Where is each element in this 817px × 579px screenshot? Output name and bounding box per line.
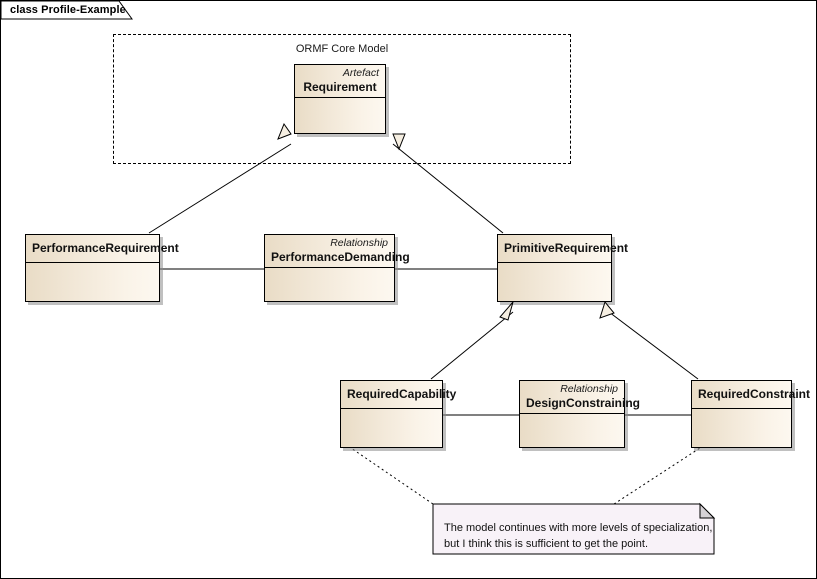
class-requirement-stereotype: Artefact bbox=[342, 67, 379, 79]
class-design-constraining-header: Relationship DesignConstraining bbox=[520, 381, 641, 414]
package-label: ORMF Core Model bbox=[295, 43, 389, 55]
class-performance-demanding-header: Relationship PerformanceDemanding bbox=[265, 235, 410, 268]
class-performance-requirement[interactable]: PerformanceRequirement bbox=[25, 234, 179, 302]
class-requirement-header: Artefact Requirement bbox=[295, 65, 385, 98]
class-performance-demanding-name: PerformanceDemanding bbox=[271, 250, 410, 264]
class-primitive-requirement[interactable]: PrimitiveRequirement bbox=[497, 234, 629, 302]
class-required-capability-header: RequiredCapability bbox=[341, 381, 457, 409]
class-required-capability-name: RequiredCapability bbox=[347, 386, 457, 401]
class-required-constraint-name: RequiredConstraint bbox=[698, 386, 811, 401]
note-link-required-constraint bbox=[613, 447, 701, 505]
class-required-constraint-header: RequiredConstraint bbox=[692, 381, 811, 409]
arrowhead-reqconstraint-to-primreq bbox=[599, 300, 615, 319]
class-performance-demanding-stereotype: Relationship bbox=[330, 237, 388, 249]
arrowhead-reqcap-to-primreq bbox=[499, 301, 514, 321]
generalization-shaft-reqcap-primreq bbox=[430, 311, 514, 380]
class-design-constraining-name: DesignConstraining bbox=[526, 396, 641, 410]
note-comment[interactable]: The model continues with more levels of … bbox=[433, 504, 714, 554]
class-design-constraining[interactable]: Relationship DesignConstraining bbox=[519, 380, 641, 448]
note-link-required-capability bbox=[350, 447, 434, 505]
diagram-title: class Profile-Example bbox=[10, 4, 126, 16]
class-required-capability[interactable]: RequiredCapability bbox=[340, 380, 457, 448]
class-requirement-name: Requirement bbox=[303, 80, 377, 94]
class-design-constraining-stereotype: Relationship bbox=[560, 383, 618, 395]
note-line-2: but I think this is sufficient to get th… bbox=[444, 538, 649, 550]
class-performance-requirement-header: PerformanceRequirement bbox=[26, 235, 179, 263]
class-performance-demanding[interactable]: Relationship PerformanceDemanding bbox=[264, 234, 410, 302]
class-requirement[interactable]: Artefact Requirement bbox=[294, 64, 386, 134]
class-performance-requirement-name: PerformanceRequirement bbox=[32, 240, 179, 255]
class-primitive-requirement-header: PrimitiveRequirement bbox=[498, 235, 629, 263]
class-required-constraint[interactable]: RequiredConstraint bbox=[691, 380, 811, 448]
note-line-1: The model continues with more levels of … bbox=[444, 522, 713, 534]
title-tab-shape bbox=[1, 1, 133, 20]
package-ormf-core-model: ORMF Core Model bbox=[113, 34, 571, 164]
generalization-shaft-reqconstraint-primreq bbox=[608, 311, 699, 380]
diagram-title-tab[interactable]: class Profile-Example bbox=[1, 1, 133, 20]
class-primitive-requirement-name: PrimitiveRequirement bbox=[504, 240, 629, 255]
